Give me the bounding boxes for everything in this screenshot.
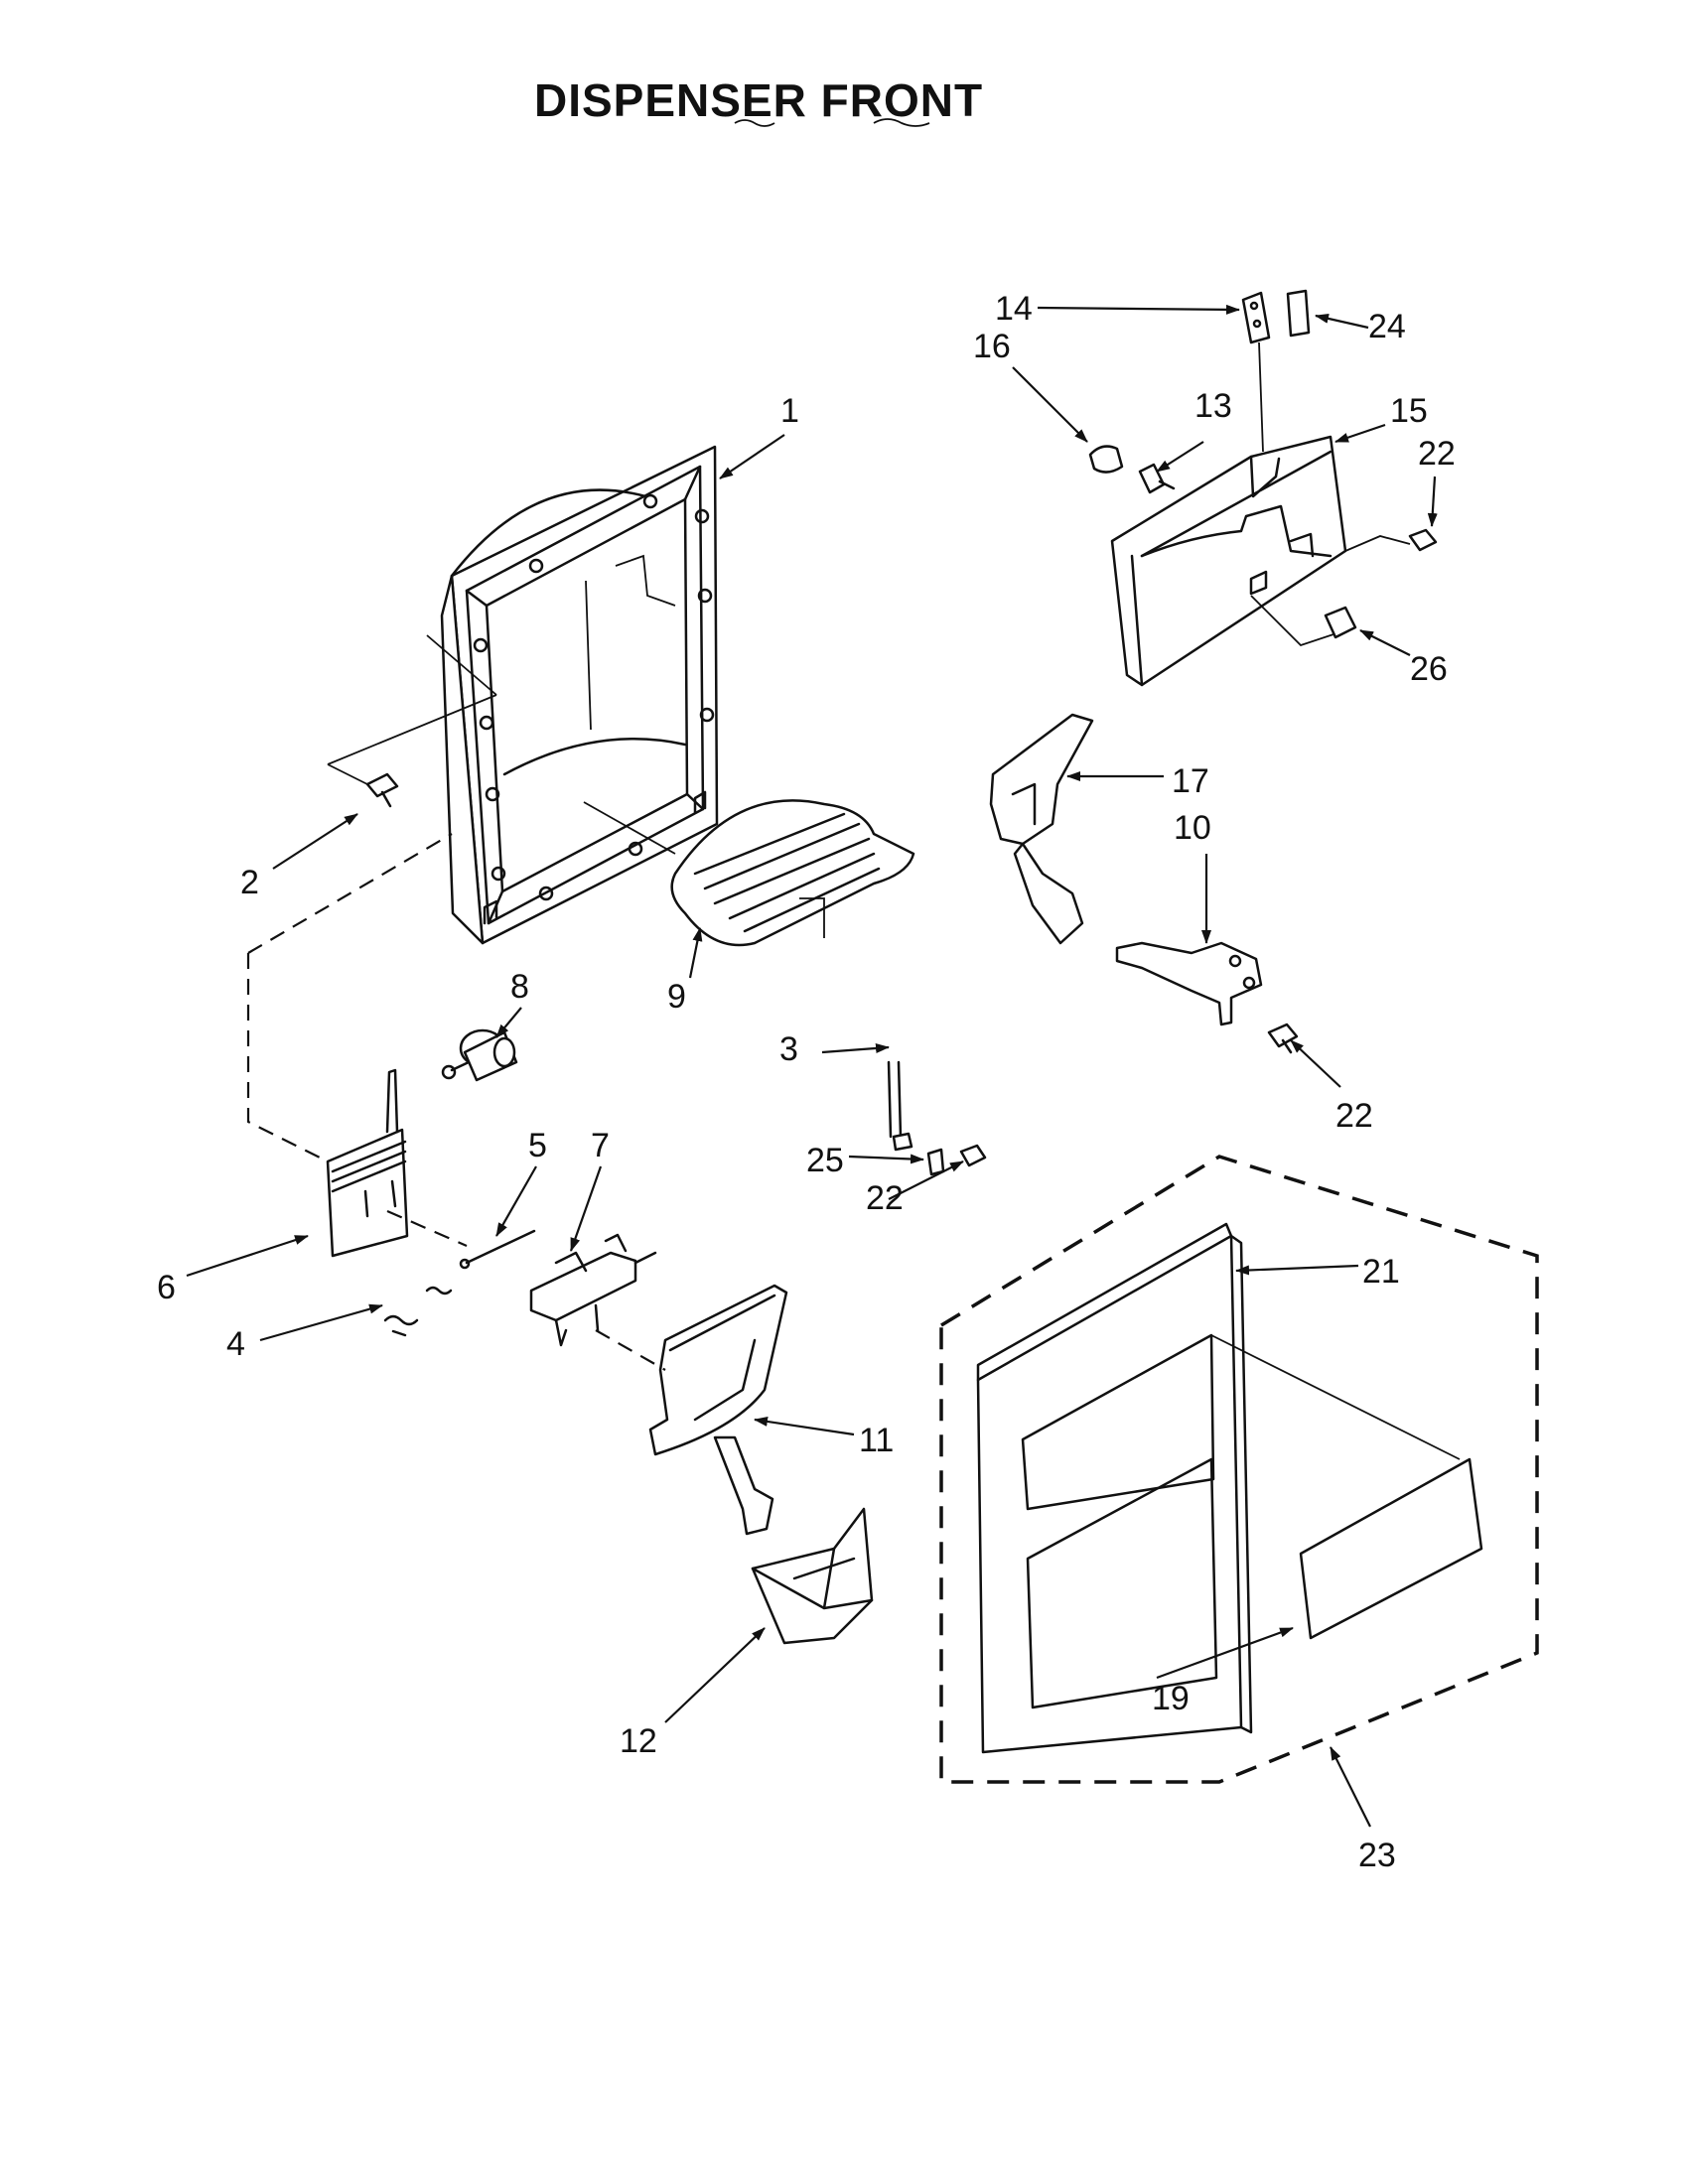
control-bracket-part-15 [1110, 435, 1411, 687]
actuator-part-11 [648, 1284, 788, 1536]
callout-8: 8 [510, 968, 529, 1006]
arm-part-10 [1115, 941, 1263, 1026]
callout-13: 13 [1194, 387, 1232, 425]
insulator-part-24 [1286, 289, 1311, 338]
panel-assembly-outline-23 [939, 1155, 1539, 1784]
callout-12: 12 [620, 1722, 657, 1760]
callout-22-top: 22 [1418, 435, 1456, 473]
callout-22-mid: 22 [1335, 1097, 1373, 1135]
title-squiggle [734, 118, 930, 127]
screw-part-2 [365, 772, 399, 808]
chute-part-12 [751, 1507, 874, 1645]
callout-25: 25 [806, 1142, 844, 1179]
callout-23: 23 [1358, 1837, 1396, 1874]
bracket-part-7 [529, 1233, 657, 1347]
callout-15: 15 [1390, 392, 1428, 430]
callout-6: 6 [157, 1269, 176, 1306]
callout-10: 10 [1174, 809, 1211, 847]
bulb-part-16 [1088, 445, 1124, 474]
callout-1: 1 [780, 392, 799, 430]
callout-26: 26 [1410, 650, 1448, 688]
dispenser-housing-part [440, 445, 719, 945]
callout-labels: 1 2 3 4 5 6 7 8 9 10 11 12 13 14 15 16 1… [157, 290, 1456, 1874]
callout-5: 5 [528, 1127, 547, 1164]
page-title: DISPENSER FRONT [534, 74, 984, 126]
motor-part-6 [326, 1068, 409, 1258]
clip-part-3 [887, 1060, 913, 1152]
callout-16: 16 [973, 328, 1011, 365]
callout-7: 7 [591, 1127, 610, 1164]
callout-4: 4 [226, 1325, 245, 1363]
lever-part-17 [989, 713, 1094, 945]
leader-lines [186, 304, 1438, 1828]
callout-9: 9 [667, 978, 686, 1016]
callout-24: 24 [1368, 308, 1406, 345]
plate-part-25 [926, 1148, 945, 1176]
callout-22-low: 22 [866, 1179, 904, 1217]
screw-part-22-top [1408, 528, 1438, 552]
solenoid-part-8 [441, 1028, 518, 1082]
callout-2: 2 [240, 864, 259, 901]
callout-21: 21 [1362, 1253, 1400, 1291]
grille-part-9 [583, 799, 915, 947]
callout-14: 14 [995, 290, 1033, 328]
callout-3: 3 [779, 1030, 798, 1068]
socket-part-13 [1138, 463, 1176, 494]
screw-part-22-mid [1267, 1023, 1299, 1054]
callout-11: 11 [859, 1422, 894, 1459]
spring-part-4 [383, 1286, 453, 1337]
switch-part-14 [1241, 291, 1271, 453]
callout-17: 17 [1172, 762, 1209, 800]
front-panel-part-21 [976, 1222, 1461, 1754]
label-part-19 [1299, 1457, 1483, 1640]
screw-part-22-low [959, 1144, 987, 1167]
callout-19: 19 [1152, 1680, 1190, 1717]
switch-part-26 [1324, 606, 1357, 639]
pin-part-5 [459, 1229, 536, 1270]
